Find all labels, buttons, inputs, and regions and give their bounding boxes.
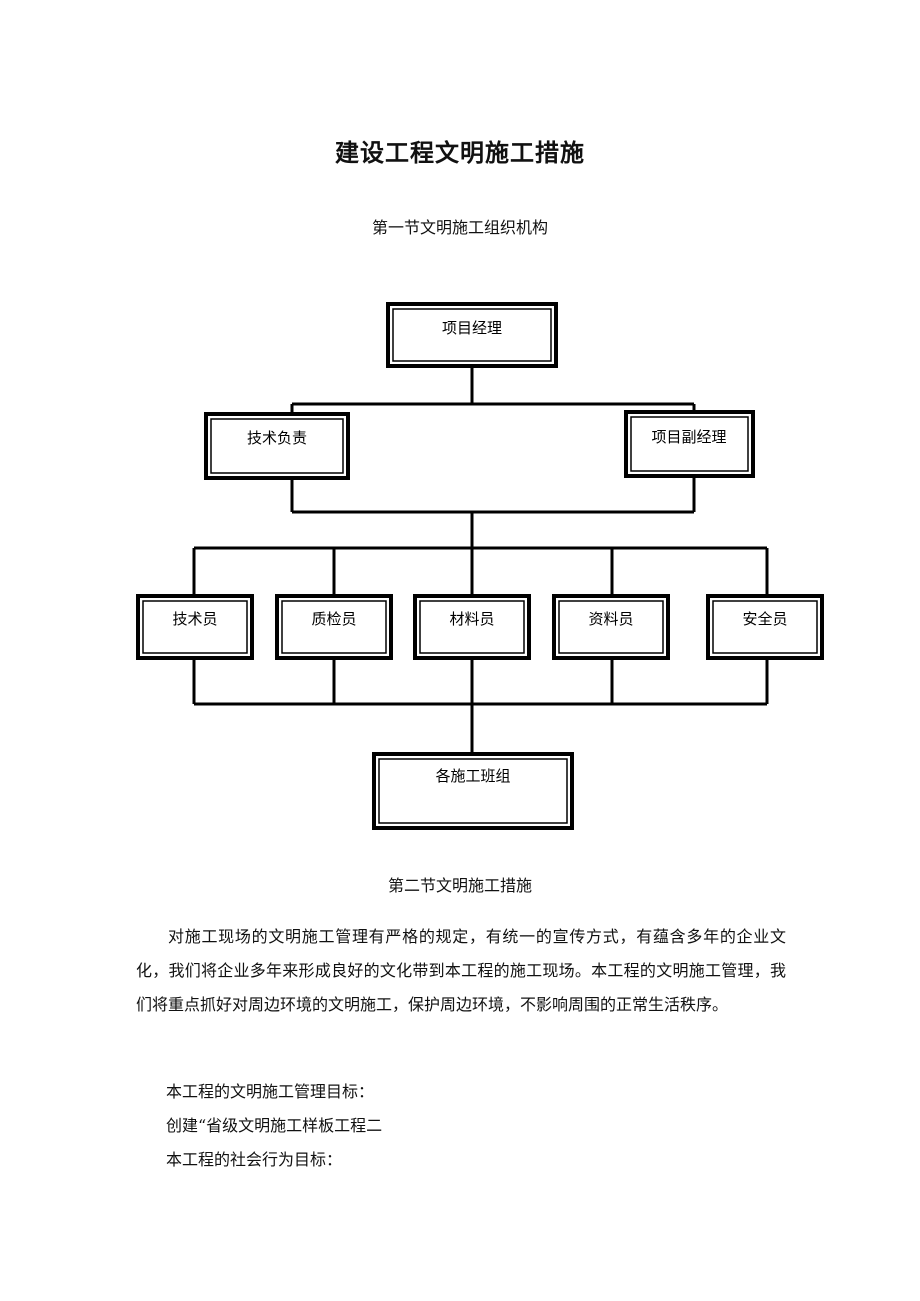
org-node-label: 安全员 <box>742 610 787 628</box>
body-paragraph: 对施工现场的文明施工管理有严格的规定，有统一的宣传方式，有蕴含多年的企业文化，我… <box>136 920 786 1022</box>
org-node-work-teams: 各施工班组 <box>372 752 574 830</box>
org-node-deputy-manager: 项目副经理 <box>624 410 755 478</box>
org-node-tech-lead: 技术负责 <box>204 412 350 480</box>
org-node-label: 技术负责 <box>247 429 307 447</box>
social-goal-label: 本工程的社会行为目标： <box>166 1150 343 1169</box>
org-node-label: 项目经理 <box>442 319 502 337</box>
management-goal-label: 本工程的文明施工管理目标： <box>166 1082 375 1101</box>
goal-statement: 创建“省级文明施工样板工程二 <box>166 1116 383 1135</box>
org-node-material-clerk: 材料员 <box>413 594 531 660</box>
document-title: 建设工程文明施工措施 <box>335 139 585 167</box>
section-heading-2: 第二节文明施工措施 <box>387 876 532 895</box>
section-heading-1: 第一节文明施工组织机构 <box>371 218 548 237</box>
org-node-label: 资料员 <box>588 610 633 628</box>
org-chart: 项目经理 技术负责 项目副经理 技术员 质检员 材料员 资料员 安全员 <box>136 302 824 830</box>
org-node-technician: 技术员 <box>136 594 254 660</box>
org-node-label: 材料员 <box>449 610 494 628</box>
org-connectors <box>192 366 769 754</box>
paragraph-text: 对施工现场的文明施工管理有严格的规定，有统一的宣传方式，有蕴含多年的企业文化，我… <box>136 927 786 1014</box>
org-node-label: 质检员 <box>311 610 356 628</box>
org-node-label: 项目副经理 <box>651 428 726 446</box>
org-node-document-clerk: 资料员 <box>552 594 670 660</box>
org-node-label: 各施工班组 <box>435 767 510 785</box>
org-node-quality-inspector: 质检员 <box>275 594 393 660</box>
org-node-safety-officer: 安全员 <box>706 594 824 660</box>
org-node-project-manager: 项目经理 <box>386 302 558 368</box>
org-node-label: 技术员 <box>172 610 217 628</box>
